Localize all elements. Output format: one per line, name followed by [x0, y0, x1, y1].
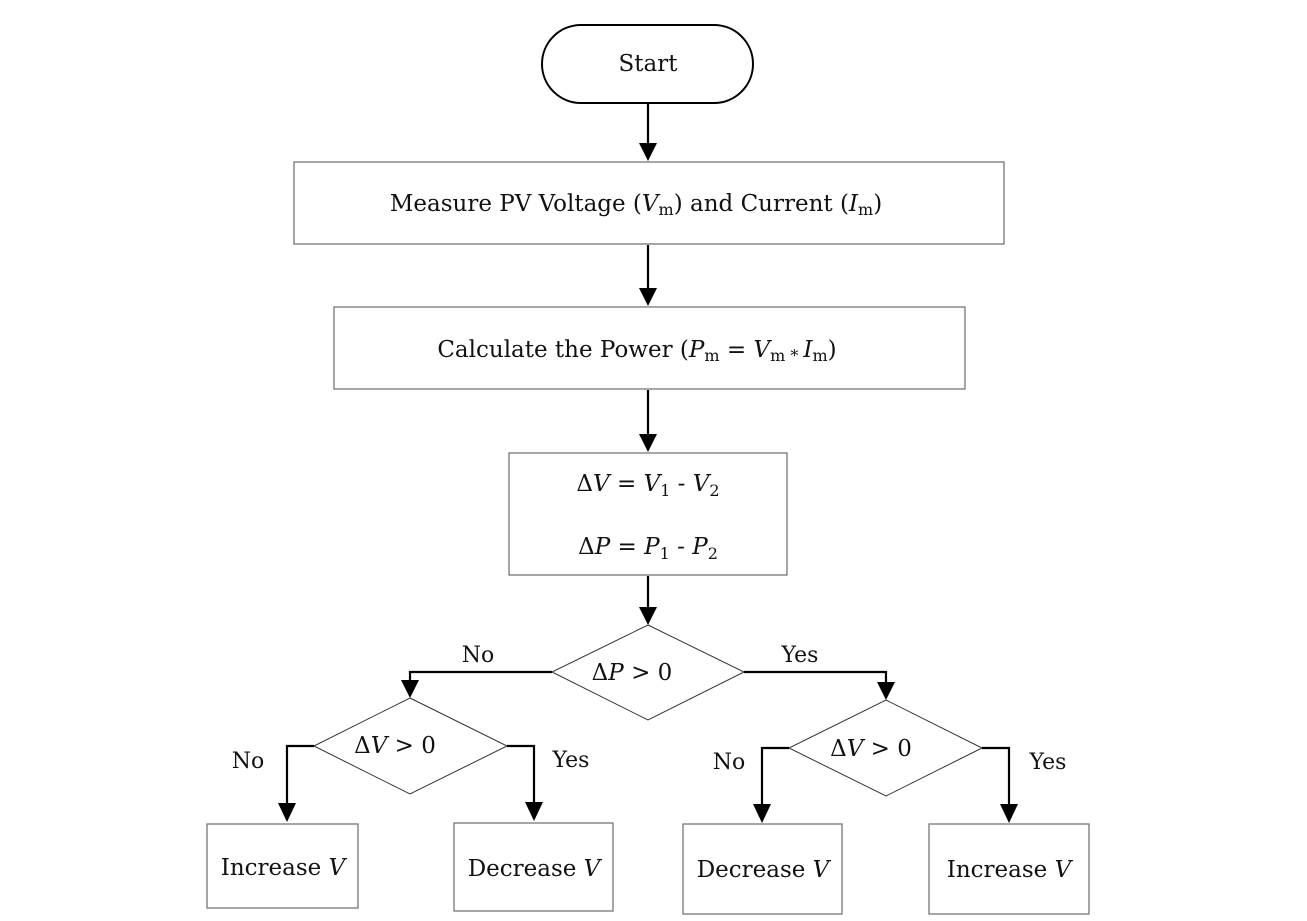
- outcome-box: [928, 823, 1090, 915]
- decision-delta-p: ΔP > 0: [550, 624, 746, 721]
- branch-vl-yes: Yes: [507, 744, 590, 821]
- branch-vl-no-label: No: [232, 749, 265, 774]
- decision-delta-v-left-label: ΔV > 0: [354, 733, 436, 759]
- arrowhead-icon: [525, 802, 543, 821]
- outcome-box: [206, 823, 359, 909]
- outcome-label: Decrease V: [697, 857, 832, 883]
- branch-p-no-label: No: [462, 643, 495, 668]
- branch-p-no: No: [401, 643, 552, 698]
- start-label: Start: [619, 51, 679, 77]
- decision-delta-v-left-shape: [312, 697, 509, 795]
- decision-delta-p-shape: [550, 624, 746, 721]
- branch-vl-no: No: [232, 744, 314, 822]
- deltas-node: ΔV = V1 - V2 ΔP = P1 - P2: [508, 452, 788, 576]
- branch-vl-yes-label: Yes: [552, 748, 590, 773]
- delta-v-equation: ΔV = V1 - V2: [576, 471, 719, 500]
- arrowhead-icon: [753, 804, 771, 823]
- outcome-label: Increase V: [947, 857, 1074, 883]
- branch-vr-no-label: No: [713, 750, 746, 775]
- connector-deltas-decision: [639, 576, 657, 625]
- connector-measure-power: [639, 245, 657, 306]
- measure-label: Measure PV Voltage (Vm) and Current (Im): [390, 191, 882, 219]
- power-label: Calculate the Power (Pm = Vm * Im): [437, 337, 836, 365]
- branch-p-yes-label: Yes: [781, 643, 819, 668]
- arrowhead-icon: [278, 803, 296, 822]
- arrowhead-icon: [639, 434, 657, 452]
- outcome-increase-v-left: Increase V: [206, 823, 359, 909]
- outcome-decrease-v-right: Decrease V: [682, 823, 843, 915]
- arrowhead-icon: [401, 680, 419, 698]
- branch-vr-yes-label: Yes: [1029, 750, 1067, 775]
- outcome-box: [453, 822, 614, 912]
- outcome-label: Decrease V: [468, 856, 603, 882]
- decision-delta-v-right-label: ΔV > 0: [830, 736, 912, 762]
- branch-vr-yes: Yes: [982, 746, 1067, 823]
- arrowhead-icon: [639, 607, 657, 625]
- outcome-decrease-v-left: Decrease V: [453, 822, 614, 912]
- start-node: Start: [541, 24, 754, 104]
- decision-delta-v-right-shape: [787, 699, 984, 797]
- arrowhead-icon: [639, 143, 657, 161]
- connector-power-deltas: [639, 390, 657, 452]
- outcome-box: [682, 823, 843, 915]
- measure-node: Measure PV Voltage (Vm) and Current (Im): [293, 161, 1005, 245]
- connector-start-measure: [639, 103, 657, 161]
- deltas-box: [508, 452, 788, 576]
- branch-p-yes: Yes: [744, 643, 895, 700]
- arrowhead-icon: [877, 682, 895, 700]
- branch-vr-no: No: [713, 746, 789, 823]
- power-box: [333, 306, 966, 390]
- outcome-label: Increase V: [221, 855, 348, 881]
- measure-box: [293, 161, 1005, 245]
- arrowhead-icon: [1000, 804, 1018, 823]
- power-node: Calculate the Power (Pm = Vm * Im): [333, 306, 966, 390]
- outcome-increase-v-right: Increase V: [928, 823, 1090, 915]
- arrowhead-icon: [639, 288, 657, 306]
- decision-delta-v-right: ΔV > 0: [787, 699, 984, 797]
- decision-delta-v-left: ΔV > 0: [312, 697, 509, 795]
- decision-delta-p-label: ΔP > 0: [592, 660, 673, 686]
- delta-p-equation: ΔP = P1 - P2: [578, 534, 718, 563]
